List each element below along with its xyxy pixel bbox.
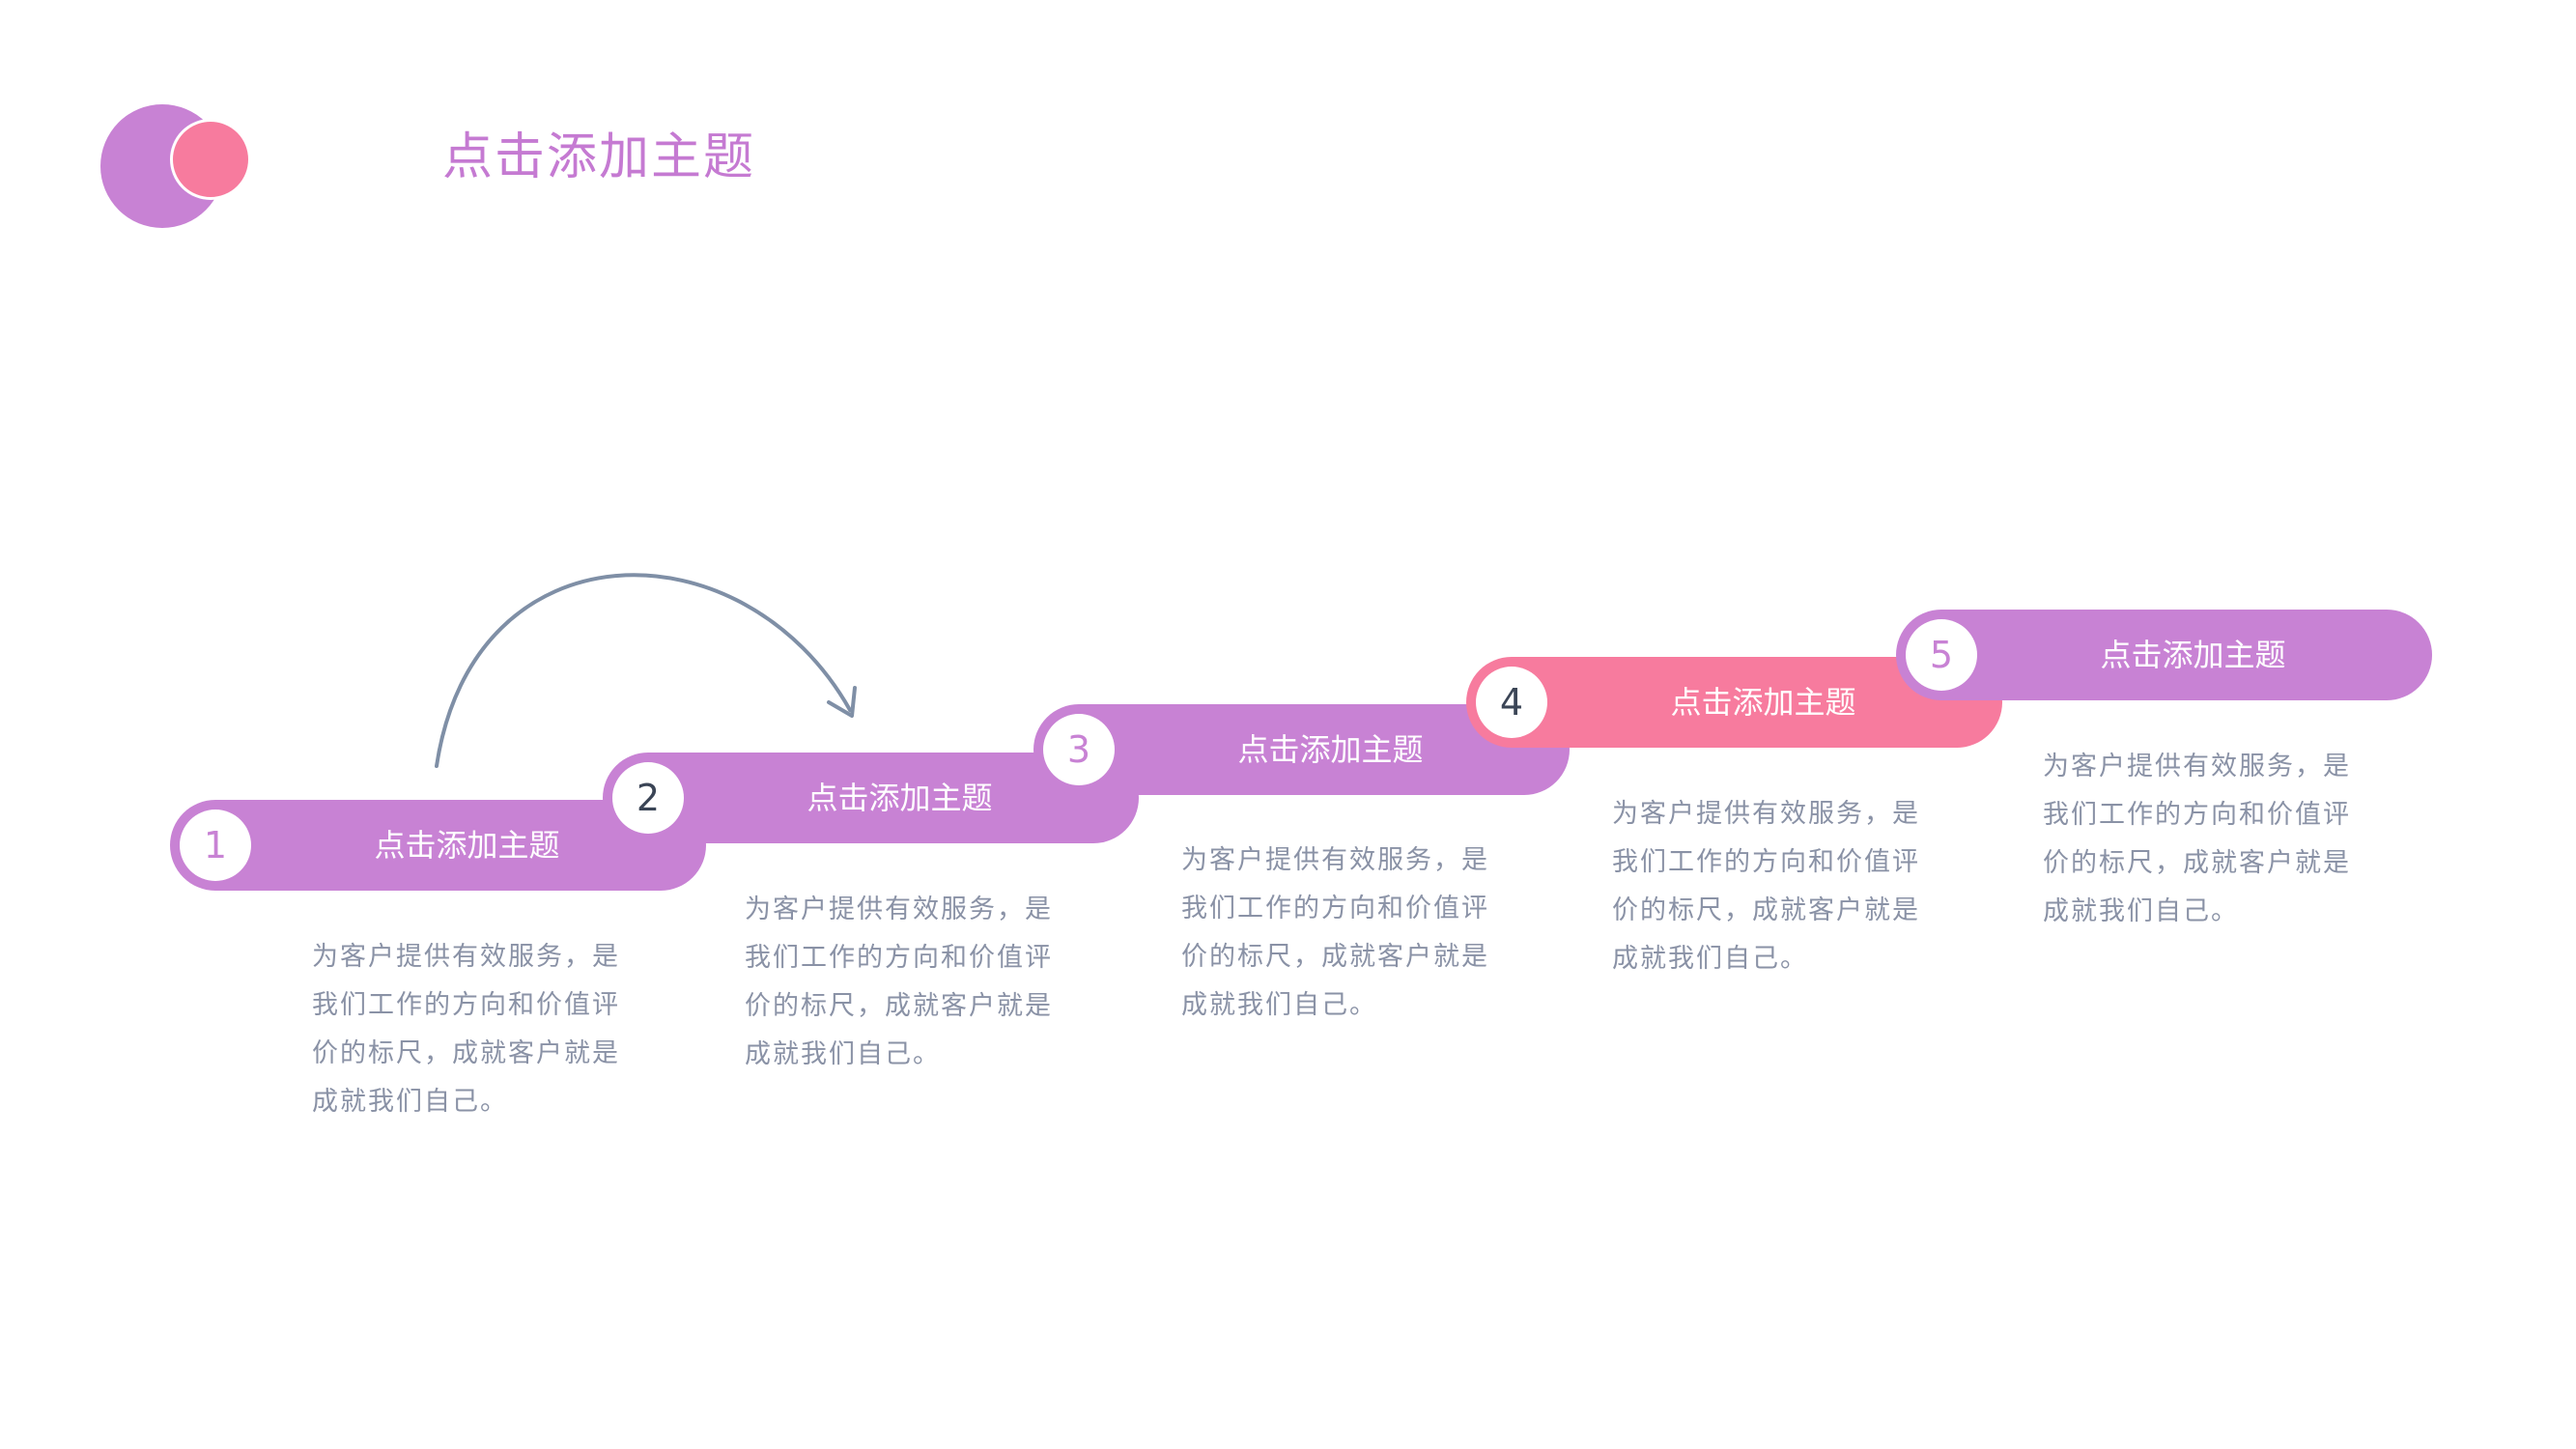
- step-5-description[interactable]: 为客户提供有效服务，是我们工作的方向和价值评价的标尺，成就客户就是成就我们自己。: [2043, 752, 2351, 926]
- step-5-number-badge: 5: [1906, 619, 1977, 691]
- step-4-number-badge: 4: [1476, 667, 1547, 738]
- page-title[interactable]: 点击添加主题: [442, 128, 756, 186]
- step-1-bar[interactable]: 1 点击添加主题: [170, 800, 706, 891]
- step-3-number-badge: 3: [1043, 714, 1115, 785]
- step-5-bar[interactable]: 5 点击添加主题: [1896, 610, 2432, 700]
- step-3-description[interactable]: 为客户提供有效服务，是我们工作的方向和价值评价的标尺，成就客户就是成就我们自己。: [1181, 845, 1489, 1020]
- step-4-label[interactable]: 点击添加主题: [1670, 684, 1856, 721]
- logo-circle-pink: [170, 119, 251, 200]
- step-2-description[interactable]: 为客户提供有效服务，是我们工作的方向和价值评价的标尺，成就客户就是成就我们自己。: [745, 895, 1053, 1069]
- step-1-description[interactable]: 为客户提供有效服务，是我们工作的方向和价值评价的标尺，成就客户就是成就我们自己。: [312, 942, 620, 1117]
- step-2-bar[interactable]: 2 点击添加主题: [603, 753, 1139, 843]
- step-2-label[interactable]: 点击添加主题: [807, 780, 993, 816]
- step-1-number-badge: 1: [180, 810, 251, 881]
- step-5-label[interactable]: 点击添加主题: [2100, 637, 2286, 673]
- step-3-label[interactable]: 点击添加主题: [1237, 731, 1424, 768]
- step-1-label[interactable]: 点击添加主题: [374, 827, 560, 864]
- step-4-description[interactable]: 为客户提供有效服务，是我们工作的方向和价值评价的标尺，成就客户就是成就我们自己。: [1612, 799, 1920, 974]
- step-2-number-badge: 2: [612, 762, 684, 834]
